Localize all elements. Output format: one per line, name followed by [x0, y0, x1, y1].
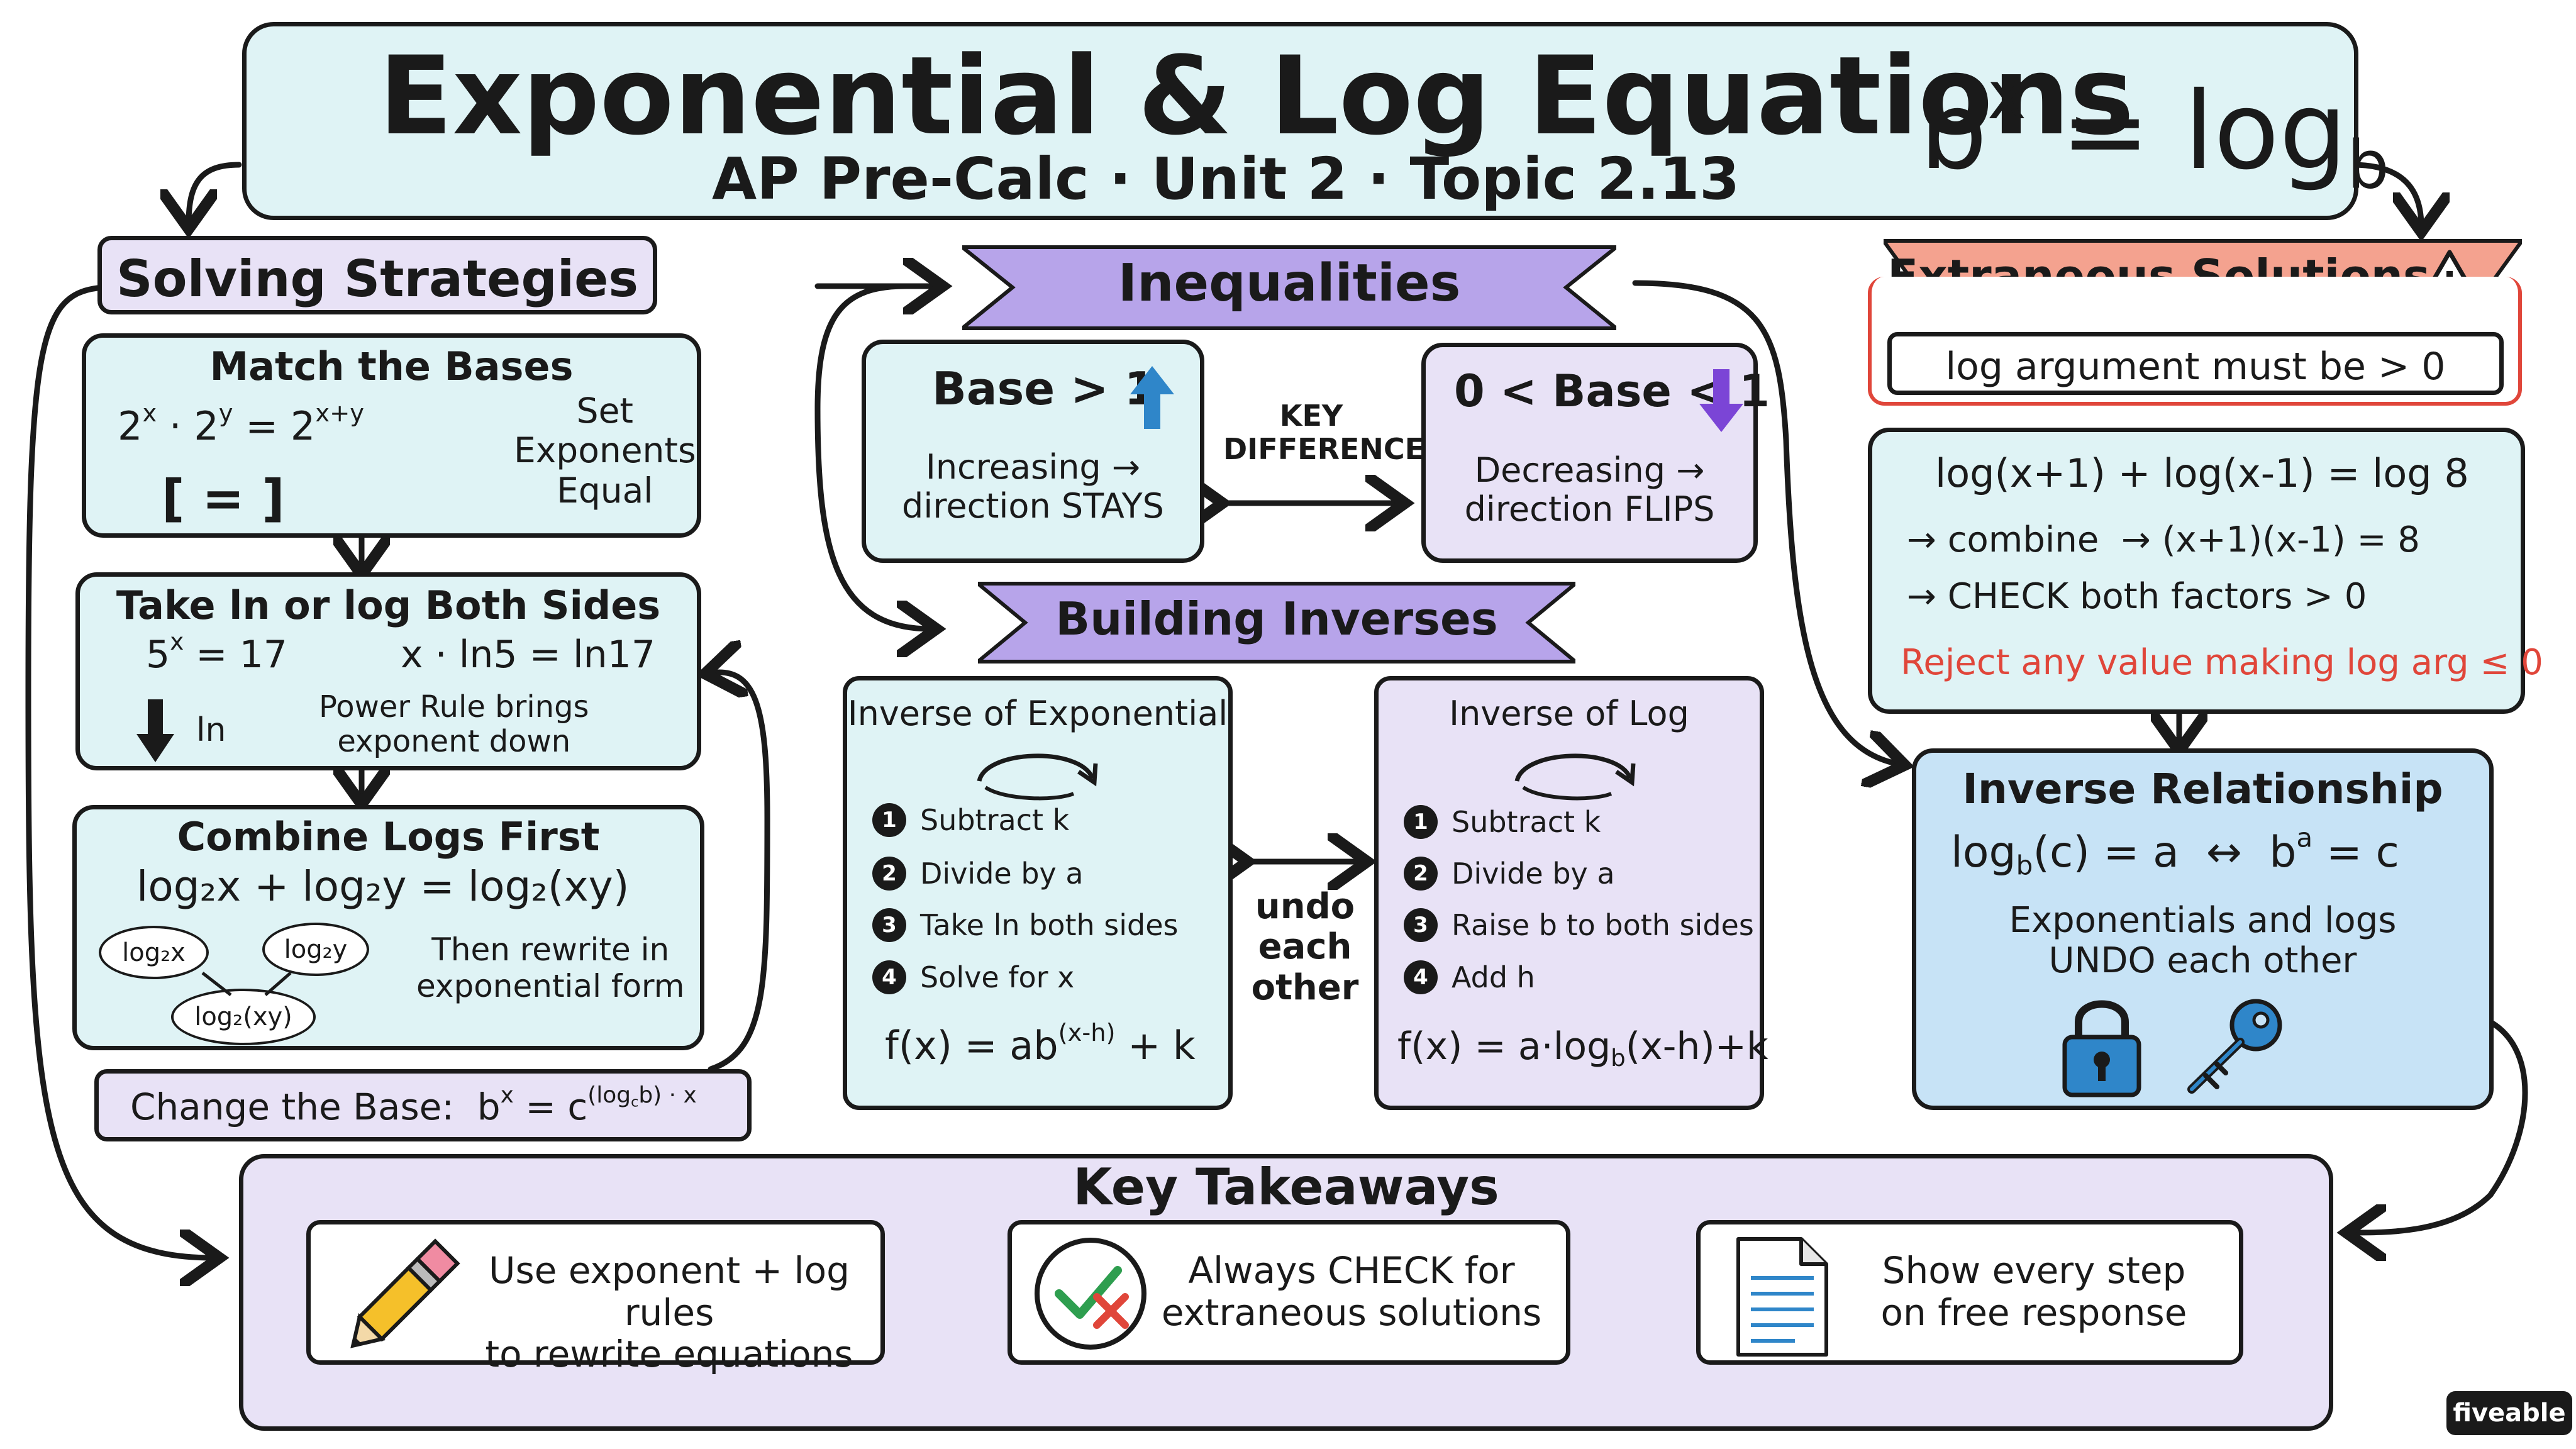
log-argument-rule-frame: log argument must be > 0 — [1868, 277, 2522, 406]
inverse-log-formula: f(x) = a·logb(x-h)+k — [1397, 1024, 1768, 1072]
log-argument-rule: log argument must be > 0 — [1887, 332, 2504, 395]
check-x-icon — [1035, 1238, 1146, 1350]
match-bases-note: Set Exponents Equal — [514, 391, 696, 511]
equals-symbol: [ = ] — [162, 469, 285, 528]
take-ln-title: Take ln or log Both Sides — [116, 582, 661, 628]
bubble-log2y: log₂y — [262, 923, 369, 976]
takeaway-card-rewrite: Use exponent + log rules to rewrite equa… — [306, 1220, 885, 1375]
building-inverses-banner: Building Inverses — [978, 579, 1575, 667]
takeaway-card-steps: Show every step on free response — [1696, 1220, 2243, 1365]
combine-arrows — [201, 972, 292, 996]
lock-icon — [2062, 1000, 2141, 1097]
header-formula: bx = logb — [1919, 56, 2389, 204]
take-ln-card: Take ln or log Both Sides 5x = 17 x · ln… — [75, 572, 701, 770]
pencil-icon — [350, 1238, 460, 1348]
takeaway-text-steps: Show every step on free response — [1880, 1249, 2187, 1334]
takeaway-text-check: Always CHECK for extraneous solutions — [1161, 1249, 1542, 1334]
extraneous-combine-step: → combine → (x+1)(x-1) = 8 — [1907, 519, 2420, 560]
inverse-relationship-card: Inverse Relationship logb(c) = a ↔ ba = … — [1912, 748, 2494, 1110]
extraneous-example-card: log(x+1) + log(x-1) = log 8 → combine → … — [1868, 428, 2543, 714]
key-takeaways-panel: Key Takeaways Use exponent + log rules t… — [239, 1154, 2333, 1431]
combine-logs-equation: log₂x + log₂y = log₂(xy) — [136, 862, 630, 911]
extraneous-example-equation: log(x+1) + log(x-1) = log 8 — [1935, 450, 2469, 496]
takeaway-card-check: Always CHECK for extraneous solutions — [1008, 1220, 1570, 1365]
ln-label: ln — [196, 711, 226, 749]
extraneous-reject-note: Reject any value making log arg ≤ 0 — [1901, 642, 2543, 683]
base-greater-title: Base > 1 — [932, 362, 1156, 415]
base-less-card: 0 < Base < 1 Decreasing → direction FLIP… — [1421, 343, 1770, 563]
arrow-down-icon — [1699, 369, 1743, 435]
page-title: Exponential & Log Equations — [379, 33, 2135, 159]
page-subtitle: AP Pre-Calc · Unit 2 · Topic 2.13 — [712, 145, 1740, 213]
cycle-arrow-icon — [977, 753, 1098, 801]
base-less-text: Decreasing → direction FLIPS — [1464, 450, 1715, 530]
key-difference-label: KEY DIFFERENCE — [1223, 399, 1425, 466]
inequalities-banner: Inequalities — [962, 242, 1616, 333]
extraneous-check-step: → CHECK both factors > 0 — [1907, 576, 2367, 617]
inverse-relationship-title: Inverse Relationship — [1962, 765, 2443, 813]
inverse-relationship-formula: logb(c) = a ↔ ba = c — [1951, 822, 2399, 881]
fiveable-logo: fiveable — [2446, 1391, 2572, 1435]
take-ln-equation-right: x · ln5 = ln17 — [401, 633, 656, 677]
change-base-text: Change the Base: bx = c(logcb) · x — [130, 1082, 697, 1128]
combine-logs-title: Combine Logs First — [177, 814, 600, 860]
inverse-exp-formula: f(x) = ab(x-h) + k — [885, 1019, 1196, 1069]
inverse-exponential-title: Inverse of Exponential — [847, 694, 1228, 733]
arrow-down-icon — [136, 699, 174, 762]
key-takeaways-title: Key Takeaways — [1073, 1158, 1499, 1216]
combine-logs-card: Combine Logs First log₂x + log₂y = log₂(… — [72, 805, 704, 1050]
takeaway-text-rewrite: Use exponent + log rules to rewrite equa… — [485, 1249, 853, 1376]
document-icon — [1736, 1237, 1828, 1357]
header-panel: Exponential & Log Equations AP Pre-Calc … — [242, 22, 2389, 220]
base-greater-text: Increasing → direction STAYS — [902, 447, 1164, 526]
match-bases-title: Match the Bases — [209, 343, 574, 389]
match-bases-card: Match the Bases 2x · 2y = 2x+y Set Expon… — [82, 333, 701, 538]
key-icon — [2187, 999, 2282, 1094]
arrow-up-icon — [1130, 366, 1174, 431]
cycle-arrow-icon — [1514, 753, 1636, 801]
take-ln-equation-left: 5x = 17 — [146, 628, 287, 677]
combine-note: Then rewrite in exponential form — [416, 931, 685, 1004]
power-rule-note: Power Rule brings exponent down — [319, 689, 589, 760]
bubble-log2x: log₂x — [99, 926, 209, 979]
solving-strategies-label: Solving Strategies — [97, 236, 657, 314]
base-greater-card: Base > 1 Increasing → direction STAYS — [862, 340, 1204, 563]
inverse-log-title: Inverse of Log — [1449, 694, 1689, 733]
match-bases-equation: 2x · 2y = 2x+y — [118, 399, 365, 449]
bubble-log2xy: log₂(xy) — [171, 989, 316, 1045]
change-base-bar: Change the Base: bx = c(logcb) · x — [94, 1069, 752, 1141]
undo-each-other-label: undo each other — [1251, 886, 1359, 1008]
inverse-relationship-text: Exponentials and logs UNDO each other — [2009, 900, 2397, 982]
